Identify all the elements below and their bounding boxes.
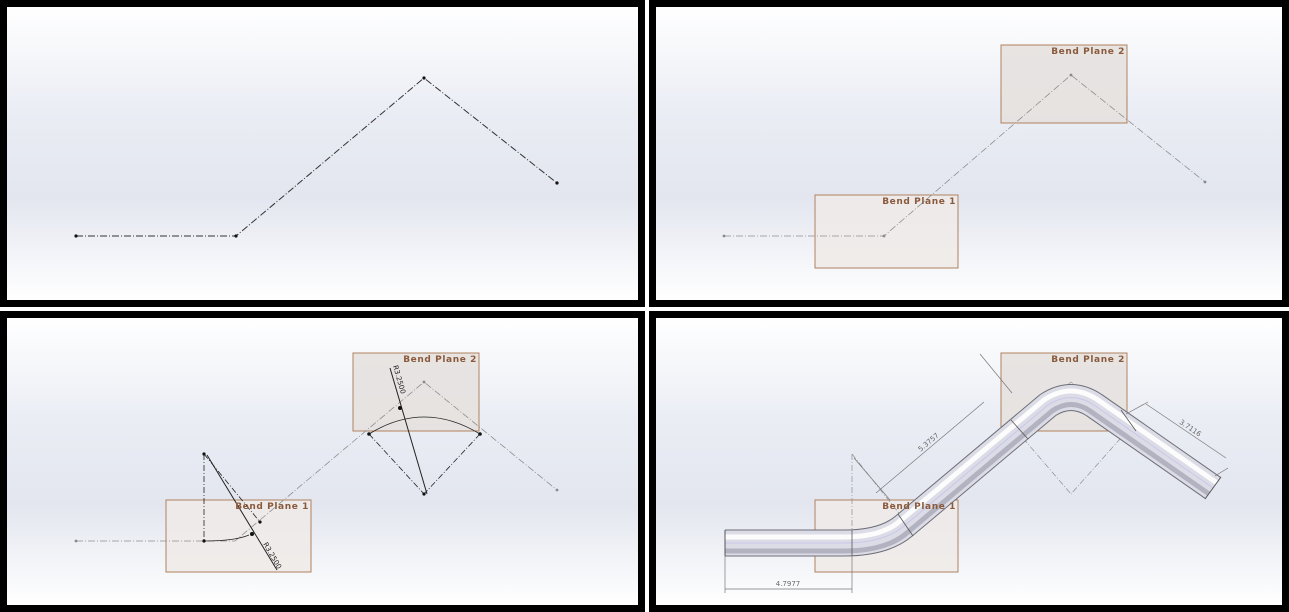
graphics-area-1[interactable] <box>7 7 638 300</box>
sketch-point[interactable] <box>202 452 206 456</box>
bend-plane-2-label: Bend Plane 2 <box>1051 47 1125 57</box>
sketch-point[interactable] <box>202 539 206 543</box>
dimension-lines[interactable] <box>724 353 1229 593</box>
bend-plane-2[interactable] <box>1000 44 1128 124</box>
sketch-point[interactable] <box>258 520 262 524</box>
graphics-area-4[interactable]: 4.7977 5.3757 3.7116 Bend Plane 1 Bend P… <box>656 318 1282 605</box>
sketch-point[interactable] <box>422 76 426 80</box>
sketch-point[interactable] <box>250 532 254 536</box>
graphics-area-3[interactable]: R3.2500 R3.2500 Bend Plane 1 Bend Plane … <box>7 318 638 605</box>
sketch-path[interactable] <box>76 77 558 237</box>
sketch-path[interactable] <box>724 74 1206 237</box>
sketch-point[interactable] <box>555 181 559 185</box>
dimension-length-1[interactable]: 4.7977 <box>776 580 801 588</box>
bend-plane-1-label: Bend Plane 1 <box>882 197 956 207</box>
sketch-point[interactable] <box>422 380 426 384</box>
bend-plane-2-label: Bend Plane 2 <box>403 355 477 365</box>
sketch-point[interactable] <box>422 492 426 496</box>
sketch-point[interactable] <box>74 539 78 543</box>
graphics-area-2[interactable]: Bend Plane 1 Bend Plane 2 <box>656 7 1282 300</box>
tube-body[interactable] <box>724 384 1222 557</box>
sketch-point[interactable] <box>478 432 482 436</box>
bend-plane-2-label: Bend Plane 2 <box>1051 355 1125 365</box>
bend-plane-2[interactable] <box>352 352 480 432</box>
bend-1-construction[interactable] <box>203 453 278 571</box>
viewport-panel-2[interactable]: Bend Plane 1 Bend Plane 2 <box>649 0 1289 307</box>
bend-plane-1[interactable] <box>165 499 312 573</box>
sketch-point[interactable] <box>555 488 559 492</box>
sketch-point[interactable] <box>74 234 78 238</box>
viewport-panel-1[interactable] <box>0 0 645 307</box>
bend-plane-1-label: Bend Plane 1 <box>235 502 309 512</box>
sketch-path[interactable] <box>76 381 558 542</box>
sketch-point[interactable] <box>722 234 726 238</box>
bend-2-construction[interactable] <box>368 367 481 495</box>
sketch-point[interactable] <box>367 432 371 436</box>
sketch-point[interactable] <box>882 234 886 238</box>
sketch-point[interactable] <box>234 234 238 238</box>
viewport-panel-4[interactable]: 4.7977 5.3757 3.7116 Bend Plane 1 Bend P… <box>649 311 1289 612</box>
viewport-panel-3[interactable]: R3.2500 R3.2500 Bend Plane 1 Bend Plane … <box>0 311 645 612</box>
bend-plane-1[interactable] <box>814 194 959 269</box>
sketch-point[interactable] <box>1203 180 1207 184</box>
sketch-point[interactable] <box>1069 73 1073 77</box>
bend-plane-1-label: Bend Plane 1 <box>882 502 956 512</box>
sketch-point[interactable] <box>398 406 402 410</box>
